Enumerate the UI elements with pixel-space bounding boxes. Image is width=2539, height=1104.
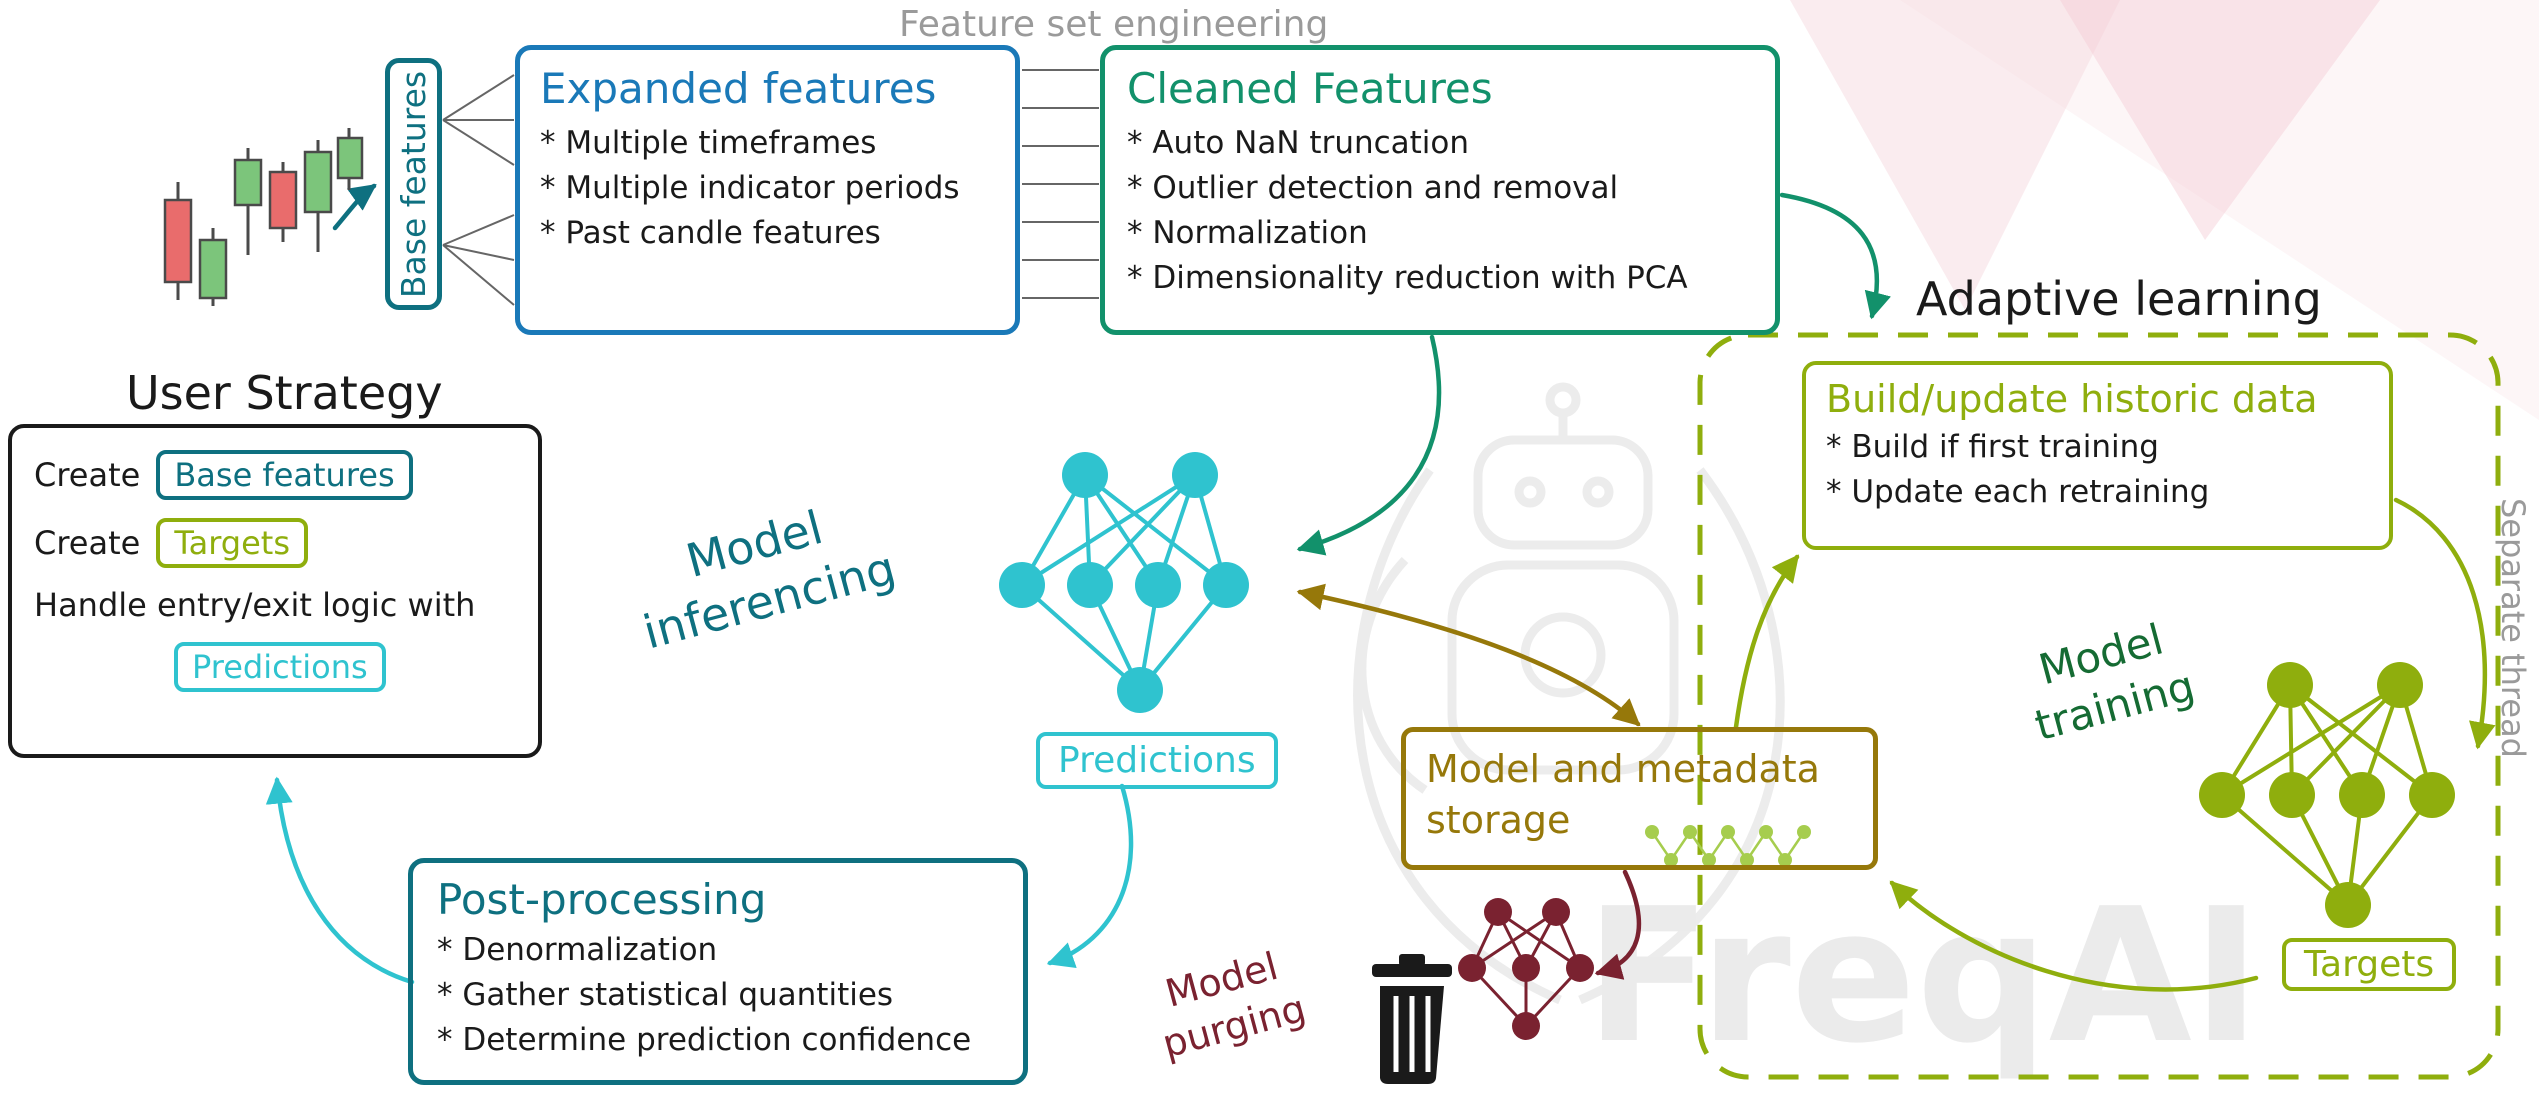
user-strategy-box: Create Base features Create Targets Hand…: [8, 424, 542, 758]
feature-item: * Outlier detection and removal: [1127, 169, 1619, 206]
feature-item: * Gather statistical quantities: [437, 976, 894, 1013]
arrow-cleaned-to-adaptive-learning: [1779, 192, 1891, 320]
arrow-cleaned-to-prediction-network: [1296, 334, 1442, 556]
feature-item: * Update each retraining: [1826, 473, 2210, 510]
feature-item: * Multiple timeframes: [540, 125, 877, 161]
base-to-expanded-fan-lines: [442, 74, 515, 306]
expanded-features-box: Expanded features * Multiple timeframes …: [515, 45, 1020, 335]
adaptive-learning-region: [1697, 332, 2501, 1080]
storage-line1: Model and metadata: [1426, 747, 1820, 791]
feature-item: * Multiple indicator periods: [540, 169, 960, 206]
model-metadata-storage-box: Model and metadata storage: [1401, 727, 1878, 870]
arrow-candles-to-base-features: [332, 183, 377, 231]
arrow-predictions-to-post-processing: [1046, 783, 1134, 968]
targets-chip-small: Targets: [156, 518, 308, 568]
arrow-training-network-to-storage: [1889, 880, 2259, 992]
arrow-post-processing-to-user-strategy: [265, 776, 415, 985]
training-neural-network-icon: [2199, 662, 2455, 928]
targets-chip: Targets: [2282, 938, 2457, 991]
arrow-network-storage-bidirectional: [1296, 583, 1641, 727]
create-targets-row: Create Targets: [34, 518, 516, 568]
storage-line2: storage: [1426, 798, 1571, 843]
expanded-features-title: Expanded features: [540, 64, 937, 113]
trash-can-icon: [1372, 954, 1452, 1084]
logo-triangles: [1790, 0, 2539, 420]
separate-thread-label: Separate thread: [2494, 498, 2532, 758]
prediction-neural-network-icon: [999, 452, 1249, 713]
adaptive-learning-heading: Adaptive learning: [1916, 272, 2322, 326]
predictions-chip: Predictions: [1036, 732, 1278, 789]
create-label: Create: [34, 456, 141, 494]
feature-item: * Denormalization: [437, 932, 718, 968]
feature-set-engineering-label: Feature set engineering: [899, 4, 1329, 45]
post-processing-box: Post-processing * Denormalization * Gath…: [408, 858, 1028, 1085]
build-update-title: Build/update historic data: [1826, 377, 2318, 421]
build-update-historic-data-box: Build/update historic data * Build if fi…: [1802, 361, 2393, 550]
post-processing-title: Post-processing: [437, 875, 767, 924]
feature-item: * Determine prediction confidence: [437, 1021, 972, 1058]
purged-neural-network-icon: [1458, 898, 1594, 1040]
arrow-build-update-to-training-network: [2393, 497, 2496, 750]
feature-item: * Dimensionality reduction with PCA: [1127, 259, 1688, 296]
create-label: Create: [34, 524, 141, 562]
feature-item: * Build if first training: [1826, 429, 2159, 465]
base-features-label: Base features: [394, 70, 433, 298]
arrow-storage-to-build-update: [1733, 554, 1800, 730]
base-features-chip: Base features: [156, 450, 413, 500]
expanded-to-cleaned-bus-lines: [1022, 69, 1099, 299]
handle-logic-text: Handle entry/exit logic with: [34, 586, 476, 624]
base-features-box: Base features: [385, 58, 442, 310]
feature-item: * Normalization: [1127, 214, 1368, 251]
predictions-chip-row: Predictions: [174, 642, 516, 692]
candlestick-chart-icon: [163, 128, 364, 306]
mini-network-icon: [1645, 825, 1811, 867]
feature-item: * Past candle features: [540, 214, 881, 251]
feature-item: * Auto NaN truncation: [1127, 125, 1470, 161]
user-strategy-heading: User Strategy: [126, 366, 443, 420]
create-base-features-row: Create Base features: [34, 450, 516, 500]
handle-logic-row: Handle entry/exit logic with: [34, 586, 516, 624]
predictions-chip-small: Predictions: [174, 642, 386, 692]
arrow-storage-to-purged-network: [1594, 869, 1642, 980]
cleaned-features-box: Cleaned Features * Auto NaN truncation *…: [1100, 45, 1780, 335]
cleaned-features-title: Cleaned Features: [1127, 64, 1493, 113]
